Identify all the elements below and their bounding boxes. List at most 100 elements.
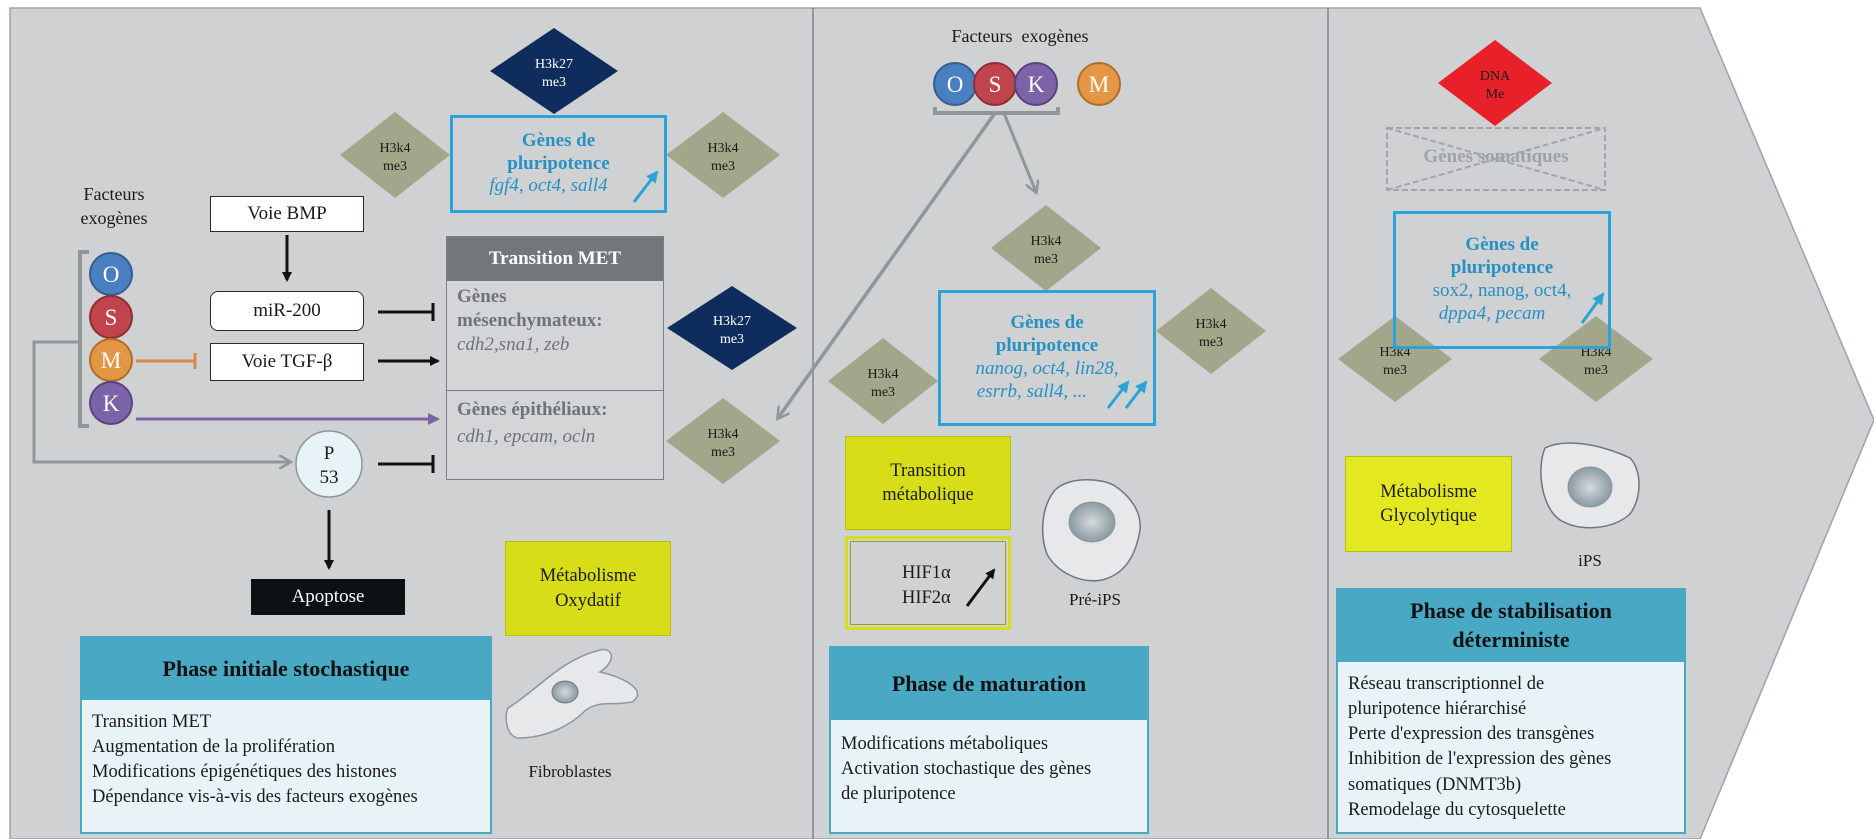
h3k4-left-text-1: H3k4 (379, 141, 410, 156)
h3k27-top-text-1: H3k27 (535, 57, 573, 72)
h3k4-p3-right-diamond (1539, 316, 1653, 402)
phase1-panel: Phase initiale stochastique Transition M… (80, 636, 492, 834)
metab1-line-2: Oxydatif (555, 590, 621, 611)
phase1-item: Modifications épigénétiques des histones (92, 762, 397, 783)
factor2-m-label: M (1089, 72, 1109, 97)
pluri2-arrow-b (1124, 380, 1148, 409)
phase3-items: Réseau transcriptionnel de pluripotence … (1338, 662, 1684, 831)
phase3-title: Phase de stabilisation déterministe (1338, 590, 1684, 662)
pluri2-genes-1: nanog, oct4, lin28, (975, 358, 1119, 379)
factor2-s-label: S (989, 72, 1002, 97)
mir200-box: miR-200 (210, 291, 364, 331)
pluri2-genes-2: esrrb, sall4, ... (976, 380, 1088, 402)
hif2-text: HIF2α (902, 588, 951, 608)
ips-nucleus (1567, 466, 1613, 508)
phase2-item: Modifications métaboliques (841, 734, 1049, 754)
exogenous-label-2: exogènes (80, 208, 148, 229)
mesench-title-2: mésenchymateux: (457, 309, 603, 331)
metab-oxydatif-box: Métabolisme Oxydatif (505, 541, 671, 636)
h3k4-p2-left-text-2: me3 (871, 385, 895, 400)
metab2-line-2: métabolique (882, 485, 974, 505)
exogenous-factors-label: Facteurs exogènes (64, 182, 164, 231)
metab3-line-2: Glycolytique (1380, 506, 1477, 526)
factor-s-label: S (105, 305, 118, 330)
phase2-items: Modifications métaboliques Activation st… (831, 720, 1147, 816)
h3k4-low-text-2: me3 (711, 445, 735, 460)
h3k4-left-text-2: me3 (383, 159, 407, 174)
factor-k-circle (89, 381, 133, 425)
voie-bmp-box: Voie BMP (210, 196, 364, 232)
osk-to-phase2-arrow (1002, 112, 1036, 192)
factor2-bracket (933, 107, 1060, 115)
exogenous-label-1: Facteurs (83, 184, 145, 204)
mesench-cell: Gènes mésenchymateux: cdh2,sna1, zeb (447, 281, 663, 391)
epith-genes: cdh1, epcam, ocln (457, 425, 596, 447)
metab2-line-1: Transition (890, 460, 966, 481)
h3k4-p2-top-text-1: H3k4 (1030, 234, 1061, 249)
pluri1-title-2: pluripotence (507, 152, 610, 174)
h3k27-mid-diamond (667, 286, 797, 370)
phase3-item: Perte d'expression des transgènes (1348, 724, 1595, 745)
h3k27-top-text-2: me3 (542, 75, 566, 90)
phase1-item: Dépendance vis-à-vis des facteurs exogèn… (92, 787, 418, 808)
pluri3-title-2: pluripotence (1450, 257, 1554, 279)
phase3-item: Inhibition de l'expression des gènes (1348, 749, 1612, 770)
dna-me-text-1: DNA (1480, 69, 1511, 84)
factor-bracket (78, 250, 89, 428)
h3k4-right-diamond (666, 112, 780, 198)
p53-circle (295, 430, 363, 498)
phase2-item: de pluripotence (841, 784, 956, 805)
pluri2-title-1: Gènes de (1010, 312, 1084, 334)
factor-o-label: O (103, 262, 120, 287)
pluri2-box: Gènes de pluripotence nanog, oct4, lin28… (938, 290, 1156, 426)
phase2-item: Activation stochastique des gènes (841, 759, 1092, 780)
phase2-title: Phase de maturation (831, 648, 1147, 720)
factor2-o-label: O (947, 72, 964, 97)
pluri1-genes: fgf4, oct4, sall4 (489, 175, 608, 197)
h3k4-p3-left-diamond (1338, 316, 1452, 402)
metab3-line-1: Métabolisme (1380, 481, 1477, 502)
h3k4-p2-right-diamond (1156, 288, 1266, 374)
h3k4-p2-right-text-2: me3 (1199, 335, 1223, 350)
factor2-k-circle (1014, 62, 1058, 106)
h3k4-low-diamond (666, 398, 780, 484)
h3k4-low-text-1: H3k4 (707, 427, 738, 442)
phase1-title: Phase initiale stochastique (82, 638, 490, 700)
bracket-to-p53 (32, 340, 290, 462)
epith-title: Gènes épithéliaux: (457, 399, 608, 420)
voie-tgf-box: Voie TGF-β (210, 343, 364, 381)
metab1-line-1: Métabolisme (539, 566, 637, 587)
p53-text-1: P (324, 443, 335, 464)
pluri1-box: Gènes de pluripotence fgf4, oct4, sall4 (450, 115, 667, 213)
epith-cell: Gènes épithéliaux: cdh1, epcam, ocln (447, 391, 663, 456)
phase3-item: Réseau transcriptionnel de (1348, 674, 1545, 694)
mesench-genes: cdh2,sna1, zeb (457, 333, 570, 355)
h3k4-right-text-1: H3k4 (707, 141, 738, 156)
dna-me-diamond (1438, 40, 1552, 126)
osk-to-phase1-arrow (778, 111, 997, 418)
pluri2-arrow-a (1106, 380, 1130, 409)
h3k4-p3-left-text-2: me3 (1383, 363, 1407, 378)
h3k4-p2-top-text-2: me3 (1034, 252, 1058, 267)
phase3-title-2: déterministe (1452, 627, 1570, 652)
h3k4-p2-top-diamond (991, 205, 1101, 291)
h3k27-mid-text-1: H3k27 (713, 314, 751, 329)
dna-me-text-2: Me (1486, 87, 1505, 102)
h3k4-p3-right-text-2: me3 (1584, 363, 1608, 378)
pluri3-genes-1: sox2, nanog, oct4, (1432, 280, 1572, 301)
mesench-title-1: Gènes (457, 286, 507, 307)
h3k4-p2-right-text-1: H3k4 (1195, 317, 1226, 332)
pluri3-box: Gènes de pluripotence sox2, nanog, oct4,… (1393, 211, 1611, 349)
phase1-items: Transition MET Augmentation de la prolif… (82, 700, 490, 819)
phase3-item: Remodelage du cytosquelette (1348, 799, 1566, 820)
h3k27-top-diamond (490, 28, 618, 114)
h3k4-p2-left-diamond (828, 338, 938, 424)
metab-transition-box: Transition métabolique (845, 436, 1011, 530)
phase1-item: Transition MET (92, 712, 212, 732)
fibroblast-nucleus (551, 680, 579, 704)
somatic-genes-box (1386, 127, 1606, 191)
phase3-title-1: Phase de stabilisation (1410, 598, 1612, 624)
apoptose-box: Apoptose (251, 579, 405, 615)
hif-up-arrow (965, 568, 996, 607)
fibroblast-label: Fibroblastes (528, 762, 612, 781)
